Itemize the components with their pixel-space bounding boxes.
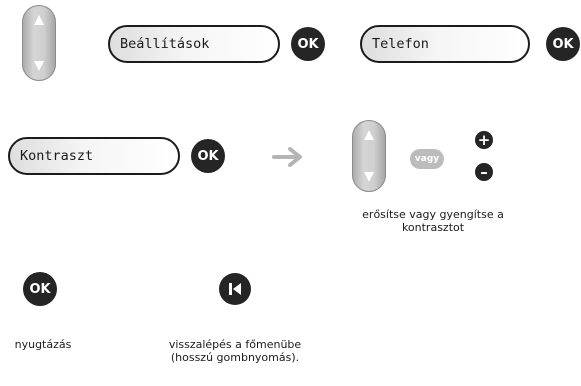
up-arrow-icon — [364, 130, 374, 140]
ok-key[interactable]: OK — [191, 139, 225, 173]
plus-key[interactable]: + — [475, 131, 493, 149]
back-key[interactable] — [219, 273, 251, 305]
up-arrow-icon — [34, 15, 44, 25]
ok-key[interactable]: OK — [23, 272, 57, 306]
ok-key[interactable]: OK — [546, 27, 580, 61]
display-key-settings[interactable]: Beállítások — [108, 25, 280, 63]
ok-key[interactable]: OK — [291, 27, 325, 61]
display-key-phone[interactable]: Telefon — [360, 25, 530, 63]
or-badge: vagy — [410, 149, 444, 169]
display-key-label: Kontraszt — [20, 148, 94, 164]
contrast-caption: erősítse vagy gyengítse a kontrasztot — [362, 208, 504, 234]
display-key-contrast[interactable]: Kontraszt — [8, 137, 180, 175]
minus-key[interactable]: – — [475, 163, 493, 181]
navigator-key[interactable] — [352, 120, 386, 192]
skip-back-icon — [229, 283, 241, 295]
display-key-label: Beállítások — [120, 36, 210, 52]
down-arrow-icon — [34, 61, 44, 71]
back-caption: visszalépés a főmenübe (hosszú gombnyomá… — [168, 338, 302, 364]
display-key-label: Telefon — [372, 36, 429, 52]
arrow-right-icon — [272, 147, 302, 167]
confirm-caption: nyugtázás — [14, 338, 72, 351]
navigator-key[interactable] — [22, 5, 56, 81]
down-arrow-icon — [364, 172, 374, 182]
